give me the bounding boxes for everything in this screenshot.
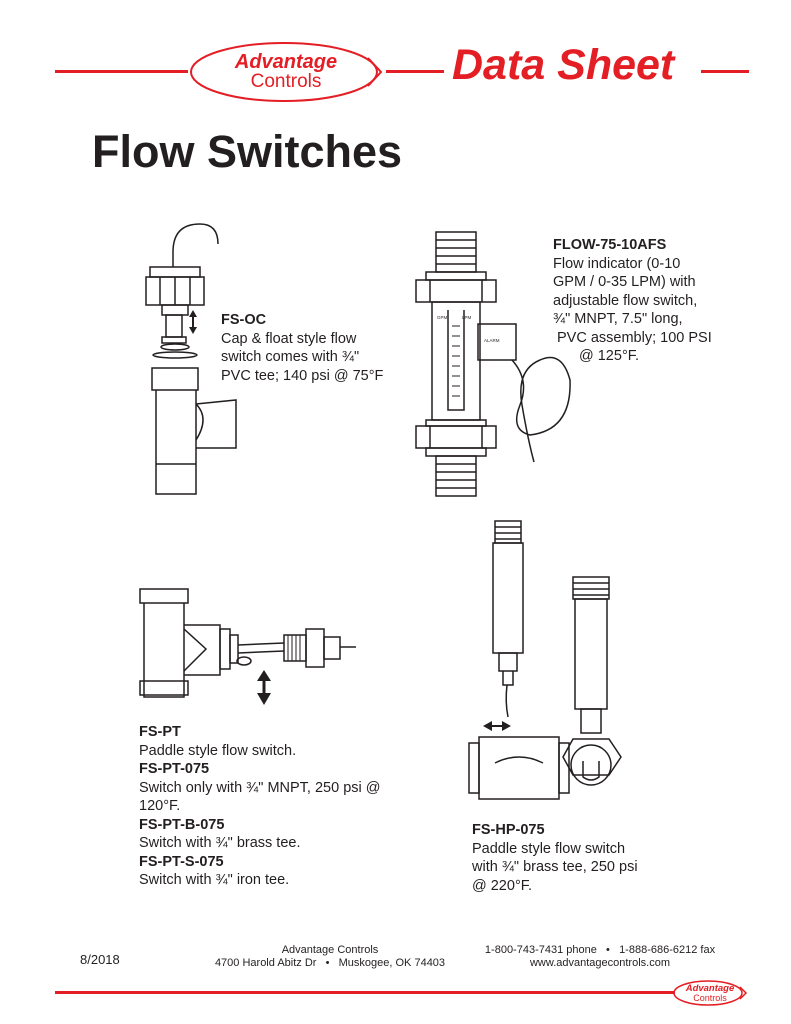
fs-hp-text: FS-HP-075 Paddle style flow switch with …	[472, 821, 638, 895]
footer-website[interactable]: www.advantagecontrols.com	[529, 957, 670, 969]
logo-line2: Controls	[250, 71, 322, 92]
fs-oc-desc-line: switch comes with ¾"	[221, 349, 360, 365]
logo-ellipse-icon	[190, 42, 383, 102]
footer-logo-line2: Controls	[693, 993, 727, 1003]
flow75-text: FLOW-75-10AFS Flow indicator (0-10 GPM /…	[553, 236, 712, 366]
fs-hp-illustration	[468, 520, 622, 800]
fs-oc-desc-line: PVC tee; 140 psi @ 75°F	[221, 367, 384, 384]
header-rule-right	[701, 70, 749, 73]
fs-oc-model: FS-OC	[221, 312, 267, 328]
fs-pt-model: FS-PT	[139, 724, 181, 740]
footer-bullet-icon: •	[606, 944, 610, 956]
fs-oc-text: FS-OC Cap & float style flow switch come…	[221, 311, 383, 385]
flow75-model: FLOW-75-10AFS	[553, 237, 667, 253]
fs-pt-s-075-model: FS-PT-S-075	[139, 853, 224, 870]
fs-pt-illustration	[139, 588, 356, 705]
flow75-desc-line: Flow indicator (0-10	[553, 255, 681, 272]
footer-address-line: 4700 Harold Abitz Dr • Muskogee, OK 7440…	[210, 957, 450, 970]
fs-pt-desc: Paddle style flow switch.	[139, 742, 297, 759]
fs-hp-desc-line: with ¾" brass tee, 250 psi	[472, 859, 638, 875]
flow75-illustration: GPM LPM ALARM	[415, 231, 571, 497]
footer-company: Advantage Controls	[281, 944, 379, 956]
footer-date: 8/2018	[80, 952, 120, 967]
logo-line1: Advantage	[234, 51, 338, 73]
footer-contact: 1-800-743-7431 phone • 1-888-686-6212 fa…	[480, 944, 720, 970]
fs-pt-075-desc: Switch only with ¾" MNPT, 250 psi @ 120°…	[139, 779, 381, 815]
footer-address: Advantage Controls 4700 Harold Abitz Dr …	[210, 944, 450, 970]
header-rule-mid	[386, 70, 444, 73]
footer-street: 4700 Harold Abitz Dr	[214, 957, 317, 969]
footer-logo-ellipse-icon	[673, 980, 748, 1006]
advantage-controls-logo: Advantage Controls	[188, 40, 384, 104]
flow75-desc-line: GPM / 0-35 LPM) with	[553, 274, 696, 290]
data-sheet-heading: Data Sheet	[452, 41, 675, 89]
footer-rule	[55, 991, 675, 994]
fs-oc-desc-line: Cap & float style flow	[221, 330, 357, 347]
fs-pt-text: FS-PT Paddle style flow switch. FS-PT-07…	[139, 723, 389, 890]
meter-lpm-label: LPM	[462, 315, 472, 320]
footer-phone: 1-800-743-7431 phone	[484, 944, 597, 956]
fs-hp-model: FS-HP-075	[472, 822, 545, 838]
fs-pt-s-075-desc: Switch with ¾" iron tee.	[139, 872, 290, 888]
flow75-desc-line: adjustable flow switch,	[553, 292, 698, 309]
flow75-desc-line: PVC assembly; 100 PSI	[557, 329, 712, 346]
fs-pt-075-model: FS-PT-075	[139, 761, 210, 777]
fs-pt-b-075-model: FS-PT-B-075	[139, 816, 225, 833]
flow75-desc-line: ¾" MNPT, 7.5" long,	[553, 311, 683, 327]
footer-logo-line1: Advantage	[685, 983, 735, 994]
footer-bullet-icon: •	[325, 957, 330, 969]
footer-phone-line: 1-800-743-7431 phone • 1-888-686-6212 fa…	[480, 944, 720, 957]
fs-pt-b-075-desc: Switch with ¾" brass tee.	[139, 835, 301, 851]
fs-oc-illustration	[145, 223, 237, 495]
fs-hp-desc-line: Paddle style flow switch	[472, 840, 626, 857]
footer-fax: 1-888-686-6212 fax	[619, 944, 716, 956]
header-rule-left	[55, 70, 188, 73]
flow75-desc-line: @ 125°F.	[579, 348, 640, 364]
alarm-label: ALARM	[484, 338, 500, 343]
footer-logo: Advantage Controls	[672, 979, 748, 1007]
footer-city: Muskogee, OK 74403	[338, 957, 446, 969]
fs-hp-desc-line: @ 220°F.	[472, 877, 533, 894]
page-title: Flow Switches	[92, 126, 403, 177]
meter-gpm-label: GPM	[437, 315, 448, 320]
